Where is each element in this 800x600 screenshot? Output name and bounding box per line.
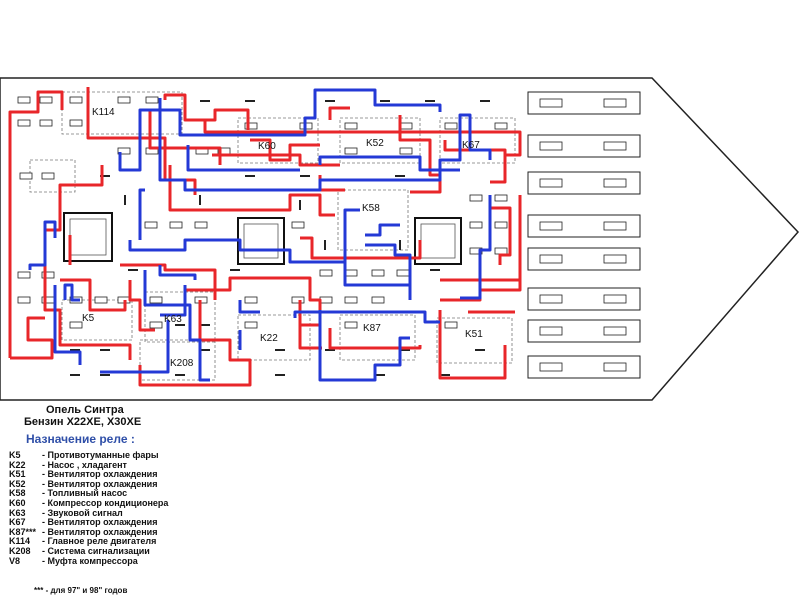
legend-row: V8 - Муфта компрессора — [9, 556, 339, 566]
legend-row: K58 - Топливный насос — [9, 488, 339, 498]
legend-description: - Вентилятор охлаждения — [42, 526, 158, 537]
legend-code: K58 — [9, 488, 26, 499]
legend-row: K114 - Главное реле двигателя — [9, 536, 339, 546]
caption-subtitle: Бензин X22XE, X30XE — [24, 416, 142, 428]
legend-code: K22 — [9, 459, 26, 470]
legend-code: K52 — [9, 478, 26, 489]
legend-code: K51 — [9, 469, 26, 480]
legend-heading: Назначение реле : — [26, 432, 135, 446]
legend-row: K60 - Компрессор кондиционера — [9, 498, 339, 508]
legend-code: K208 — [9, 545, 31, 556]
relay-slots — [29, 91, 516, 381]
legend-description: - Система сигнализации — [42, 545, 150, 556]
legend-description: - Вентилятор охлаждения — [42, 469, 158, 480]
legend-code: K67 — [9, 517, 26, 528]
legend-description: - Главное реле двигателя — [42, 536, 157, 547]
relay-label-k51: K51 — [465, 329, 483, 340]
legend-row: K63 - Звуковой сигнал — [9, 508, 339, 518]
relay-label-k67: K67 — [462, 140, 480, 151]
legend-row: K87*** - Вентилятор охлаждения — [9, 527, 339, 537]
legend-code: K63 — [9, 507, 26, 518]
legend-row: K51 - Вентилятор охлаждения — [9, 469, 339, 479]
legend-code: V8 — [9, 555, 21, 566]
legend-description: - Компрессор кондиционера — [42, 497, 169, 508]
legend-row: K208 - Система сигнализации — [9, 546, 339, 556]
legend-description: - Топливный насос — [42, 488, 128, 499]
terminal-ticks — [70, 100, 490, 376]
fuse-slot-blades — [539, 98, 627, 372]
fuse-slots — [527, 91, 641, 379]
legend-description: - Насос , хладагент — [42, 459, 127, 470]
relay-label-k114: K114 — [92, 107, 115, 118]
relay-label-k22: K22 — [260, 333, 278, 344]
relay-label-k60: K60 — [258, 141, 276, 152]
blue-wiring — [28, 88, 492, 382]
relay-label-k58: K58 — [362, 203, 380, 214]
legend-description: - Противотуманные фары — [42, 450, 159, 460]
legend-row: K22 - Насос , хладагент — [9, 460, 339, 470]
relay-labels: K114 K60 K52 K67 K58 K5 K63 K22 K87 K51 … — [82, 107, 483, 369]
legend-code: K114 — [9, 536, 31, 547]
legend-row: K52 - Вентилятор охлаждения — [9, 479, 339, 489]
caption-title: Опель Синтра — [46, 404, 124, 416]
large-relays — [63, 212, 462, 265]
legend-description: - Звуковой сигнал — [42, 507, 123, 518]
legend-row: K67 - Вентилятор охлаждения — [9, 517, 339, 527]
legend-row: K5 - Противотуманные фары — [9, 450, 339, 460]
legend-code: K87*** — [9, 526, 37, 537]
legend-description: - Вентилятор охлаждения — [42, 517, 158, 528]
legend-footnote: *** - для 97" и 98" годов — [34, 586, 128, 595]
legend-description: - Муфта компрессора — [42, 555, 138, 566]
relay-label-k208: K208 — [170, 358, 194, 369]
relay-label-k52: K52 — [366, 138, 384, 149]
terminal-pads — [17, 96, 508, 329]
legend-code: K60 — [9, 497, 26, 508]
legend-code: K5 — [9, 450, 21, 460]
red-wiring — [8, 87, 522, 387]
relay-label-k87: K87 — [363, 323, 381, 334]
relay-label-k63: K63 — [164, 314, 182, 325]
legend-description: - Вентилятор охлаждения — [42, 478, 158, 489]
relay-label-k5: K5 — [82, 313, 95, 324]
